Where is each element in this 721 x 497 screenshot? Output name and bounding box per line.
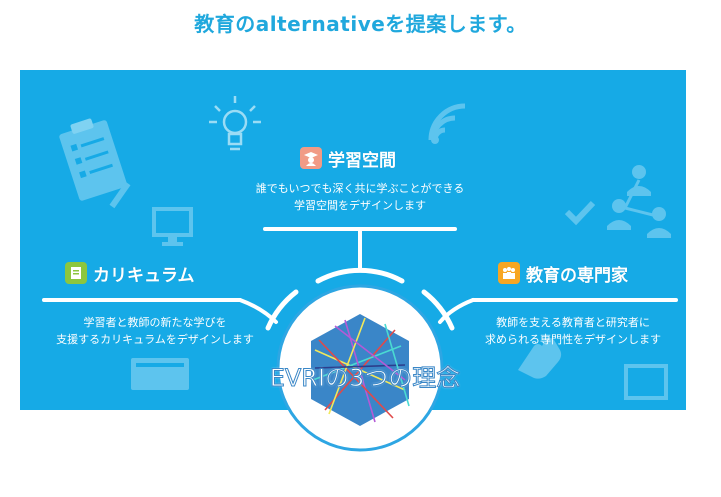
clipboard-icon bbox=[59, 118, 131, 209]
pillar-learning-space: 学習空間 bbox=[300, 146, 396, 171]
people-icon bbox=[498, 262, 520, 284]
page-headline: 教育のalternativeを提案します。 bbox=[194, 12, 527, 36]
pillar-curriculum: カリキュラム bbox=[65, 261, 195, 286]
graduate-icon bbox=[300, 147, 322, 169]
tablet-icon bbox=[131, 358, 189, 390]
desc-line: 求められる専門性をデザインします bbox=[485, 333, 661, 346]
pillar-education-expert-desc: 教師を支える教育者と研究者に 求められる専門性をデザインします bbox=[468, 314, 678, 348]
book-icon bbox=[65, 262, 87, 284]
pillar-curriculum-title: カリキュラム bbox=[93, 265, 195, 286]
desc-line: 学習者と教師の新たな学びを bbox=[83, 316, 227, 329]
frame-icon bbox=[624, 364, 668, 400]
hand-icon bbox=[518, 338, 562, 379]
pillar-curriculum-desc: 学習者と教師の新たな学びを 支援するカリキュラムをデザインします bbox=[40, 314, 270, 348]
desc-line: 教師を支える教育者と研究者に bbox=[496, 316, 650, 329]
pillar-education-expert-title: 教育の専門家 bbox=[526, 265, 628, 286]
desc-line: 誰でもいつでも深く共に学ぶことができる bbox=[255, 182, 465, 195]
pillar-learning-space-title: 学習空間 bbox=[328, 150, 396, 171]
network-icon bbox=[607, 165, 671, 238]
monitor-icon bbox=[152, 207, 193, 246]
pillar-learning-space-desc: 誰でもいつでも深く共に学ぶことができる 学習空間をデザインします bbox=[210, 180, 510, 214]
desc-line: 学習空間をデザインします bbox=[294, 199, 426, 212]
checkmark-icon bbox=[564, 200, 596, 226]
desc-line: 支援するカリキュラムをデザインします bbox=[56, 333, 254, 346]
wifi-icon bbox=[428, 103, 466, 144]
lightbulb-icon bbox=[209, 96, 261, 151]
center-title: EVRIの3つの理念 bbox=[269, 364, 461, 393]
evri-hexagon-logo bbox=[311, 314, 410, 426]
pillar-education-expert: 教育の専門家 bbox=[498, 261, 628, 286]
